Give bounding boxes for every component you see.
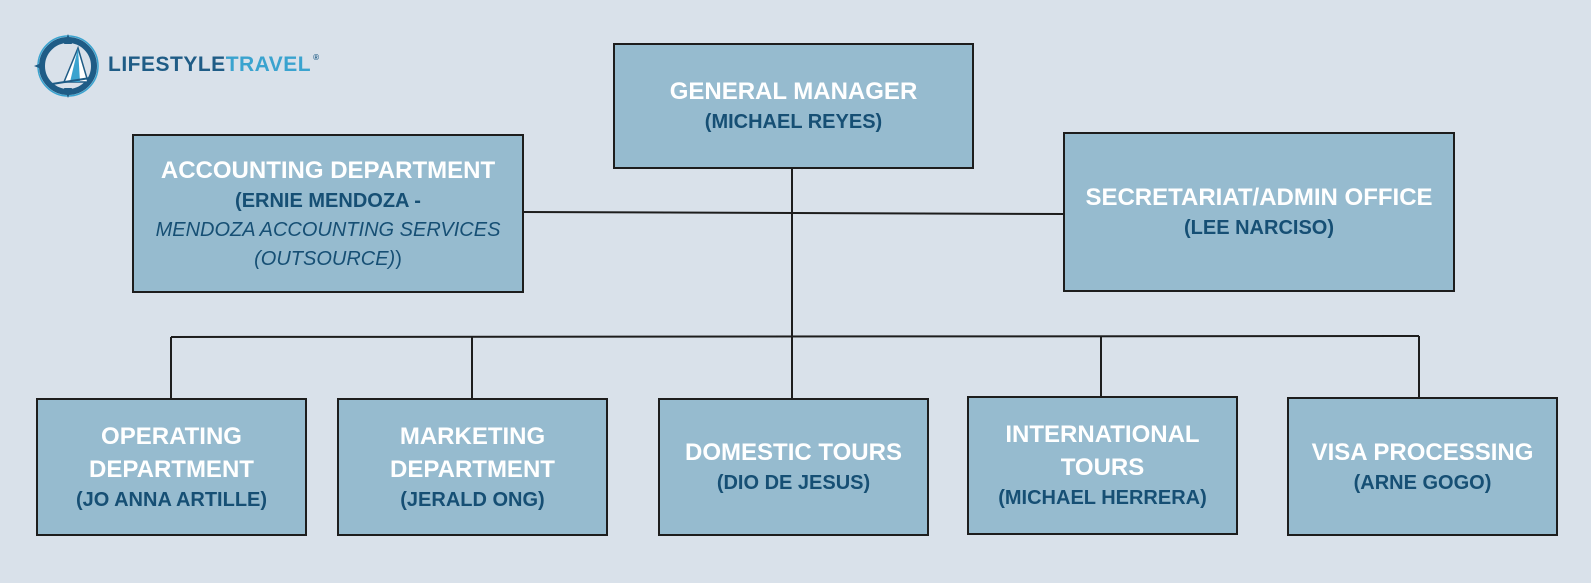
node-title-line2: DEPARTMENT [89, 455, 254, 483]
node-person: (MICHAEL REYES) [704, 111, 883, 133]
node-international-tours: INTERNATIONAL TOURS (MICHAEL HERRERA) [967, 396, 1238, 535]
node-person: (MICHAEL HERRERA) [998, 487, 1207, 509]
company-logo: LIFESTYLETRAVEL® [30, 30, 320, 100]
node-person: (JERALD ONG) [400, 488, 545, 511]
node-title: SECRETARIAT/ADMIN OFFICE [1085, 184, 1433, 211]
compass-sail-icon [34, 34, 99, 98]
node-marketing-department: MARKETING DEPARTMENT (JERALD ONG) [337, 398, 608, 536]
node-title: DOMESTIC TOURS [685, 439, 902, 466]
node-title-line2: TOURS [1060, 454, 1145, 481]
node-title: GENERAL MANAGER [669, 78, 918, 105]
node-title: INTERNATIONAL [1005, 421, 1200, 448]
node-person: (ERNIE MENDOZA - [235, 189, 421, 212]
node-title: OPERATING [101, 422, 242, 450]
connector-bottom-bar [170, 335, 1420, 338]
node-secretariat-admin-office: SECRETARIAT/ADMIN OFFICE (LEE NARCISO) [1063, 132, 1455, 292]
node-visa-processing: VISA PROCESSING (ARNE GOGO) [1287, 397, 1558, 536]
node-general-manager: GENERAL MANAGER (MICHAEL REYES) [613, 43, 974, 169]
node-person: (JO ANNA ARTILLE) [75, 488, 268, 511]
node-operating-department: OPERATING DEPARTMENT (JO ANNA ARTILLE) [36, 398, 307, 536]
node-person: (ARNE GOGO) [1353, 471, 1492, 494]
node-domestic-tours: DOMESTIC TOURS (DIO DE JESUS) [658, 398, 929, 536]
connector-acct-sec [522, 211, 1064, 215]
node-person: (DIO DE JESUS) [716, 472, 871, 494]
node-person-note: (OUTSOURCE)) [254, 247, 402, 270]
node-person: (LEE NARCISO) [1184, 217, 1334, 239]
logo-wordmark: LIFESTYLETRAVEL® [108, 53, 320, 76]
node-accounting-department: ACCOUNTING DEPARTMENT (ERNIE MENDOZA - M… [132, 134, 524, 293]
node-title: ACCOUNTING DEPARTMENT [160, 156, 496, 184]
node-title: VISA PROCESSING [1311, 438, 1534, 466]
node-person-org: MENDOZA ACCOUNTING SERVICES [155, 218, 501, 241]
node-title: MARKETING [399, 422, 546, 450]
node-title-line2: DEPARTMENT [390, 455, 555, 483]
